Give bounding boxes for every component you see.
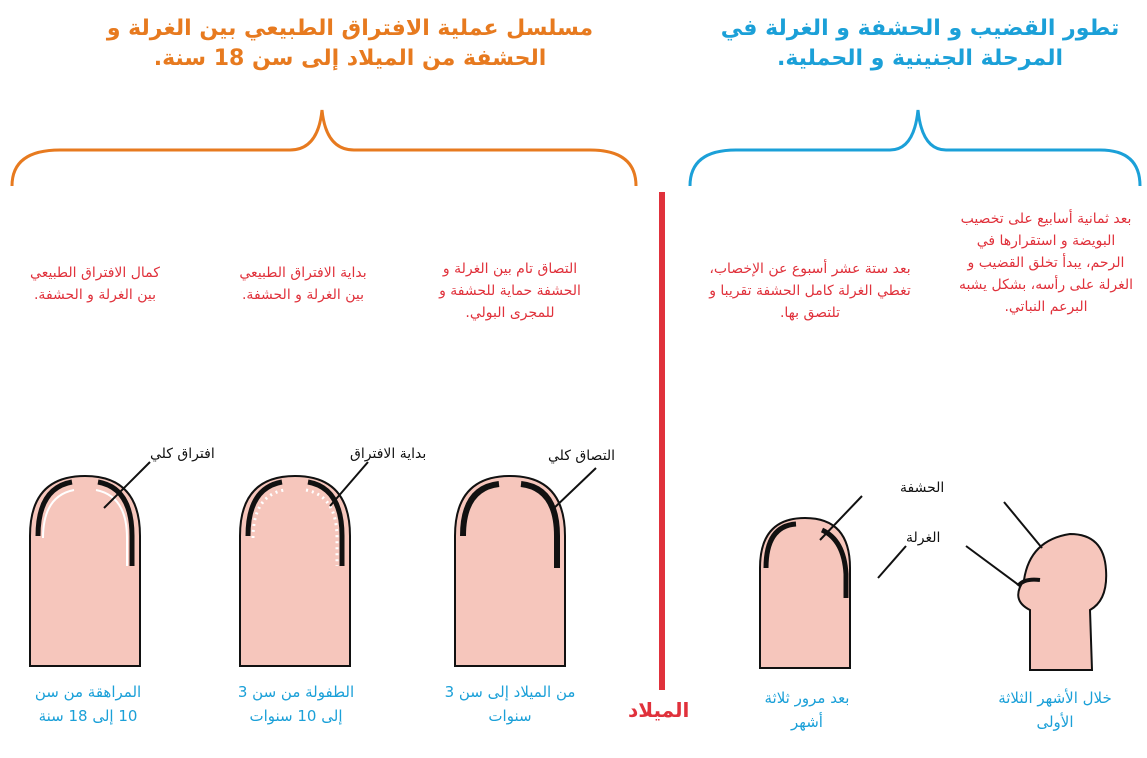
stage-childhood-description: بداية الافتراق الطبيعي بين الغرلة و الحش… [228, 262, 378, 306]
age-adolescence: المراهقة من سن 10 إلى 18 سنة [28, 680, 148, 728]
age-three-months: بعد مرور ثلاثة أشهر [752, 686, 862, 734]
birth-label: الميلاد [628, 698, 689, 722]
pointer-beginning-separation [330, 462, 368, 506]
right-section-title: تطور القضيب و الحشفة و الغرلة في المرحلة… [710, 14, 1130, 74]
organ-three-months [760, 518, 850, 668]
orange-bracket [12, 110, 636, 186]
blue-bracket [690, 110, 1140, 186]
organ-first-trimester [1018, 534, 1106, 670]
stage-adolescence-description: كمال الافتراق الطبيعي بين الغرلة و الحشف… [20, 262, 170, 306]
pointer-glans-2 [1004, 502, 1042, 548]
label-total-adhesion: التصاق كلي [548, 448, 615, 464]
label-foreskin: الغرلة [906, 530, 940, 546]
age-childhood: الطفولة من سن 3 إلى 10 سنوات [236, 680, 356, 728]
organ-birth [455, 476, 565, 666]
label-total-separation: افتراق كلي [150, 446, 215, 462]
age-birth: من الميلاد إلى سن 3 سنوات [440, 680, 580, 728]
organ-childhood [240, 476, 350, 666]
left-section-title: مسلسل عملية الافتراق الطبيعي بين الغرلة … [100, 14, 600, 74]
pointer-total-adhesion [552, 468, 596, 510]
label-glans: الحشفة [900, 480, 944, 496]
stage-first-trimester-description: بعد ثمانية أسابيع على تخصيب البويضة و اس… [956, 208, 1136, 318]
pointer-foreskin-1 [878, 546, 906, 578]
stage-birth-description: التصاق تام بين الغرلة و الحشفة حماية للح… [430, 258, 590, 324]
stage-three-months-description: بعد ستة عشر أسبوع عن الإخصاب، تغطي الغرل… [700, 258, 920, 324]
age-first-trimester: خلال الأشهر الثلاثة الأولى [990, 686, 1120, 734]
label-beginning-separation: بداية الافتراق [350, 446, 426, 462]
organ-adolescence [30, 476, 140, 666]
pointer-foreskin-2 [966, 546, 1020, 586]
